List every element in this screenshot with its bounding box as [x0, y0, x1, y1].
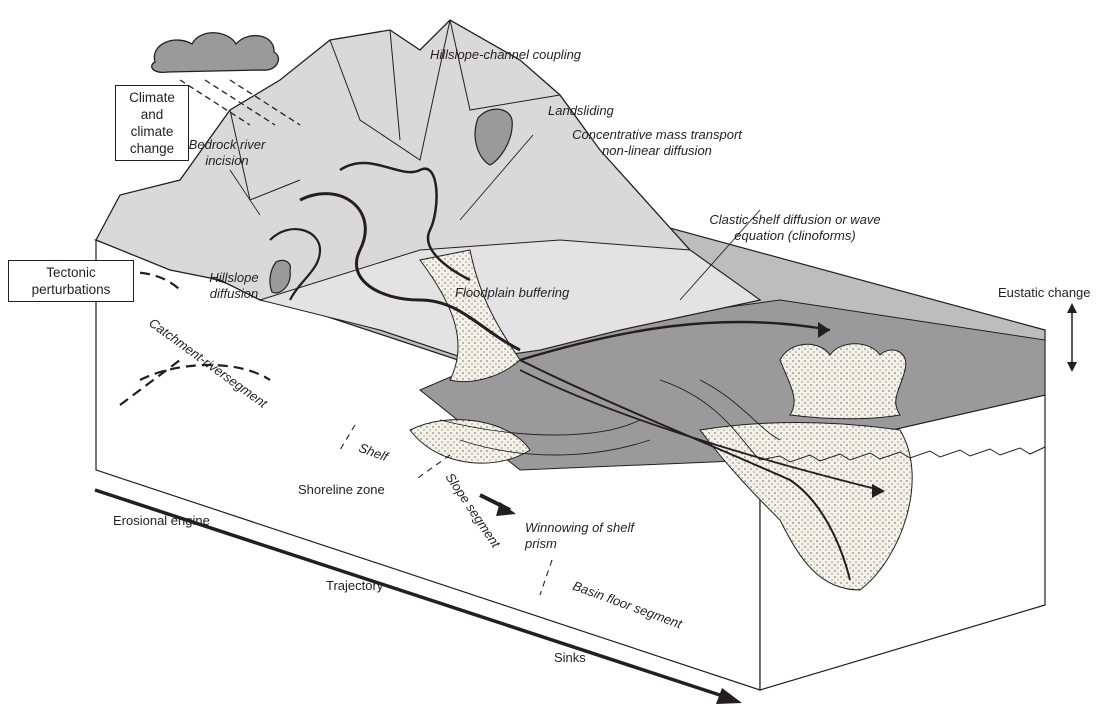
- clastic-shelf-label: Clastic shelf diffusion or wave equation…: [700, 212, 890, 244]
- eustatic-arrow: [1067, 303, 1077, 372]
- shoreline-label: Shoreline zone: [298, 482, 385, 498]
- hillslope-channel-label: Hillslope-channel coupling: [430, 47, 581, 63]
- landsliding-label: Landsliding: [548, 103, 614, 119]
- cloud: [152, 33, 279, 73]
- winnowing-label: Winnowing of shelf prism: [525, 520, 635, 552]
- climate-label-box: Climate and climate change: [115, 85, 189, 161]
- trajectory-label: Trajectory: [326, 578, 383, 594]
- floodplain-label: Floodplain buffering: [455, 285, 569, 301]
- bedrock-label: Bedrock river incision: [182, 137, 272, 169]
- eustatic-label: Eustatic change: [998, 285, 1091, 301]
- climate-label: Climate and climate change: [129, 90, 175, 156]
- erosional-engine-label: Erosional engine: [113, 513, 210, 529]
- tectonic-label-box: Tectonic perturbations: [8, 260, 134, 302]
- hillslope-diffusion-label: Hillslope diffusion: [200, 270, 268, 302]
- channel-lobes: [780, 344, 906, 419]
- tectonic-label: Tectonic perturbations: [32, 265, 111, 297]
- concentrative-label: Concentrative mass transport non-linear …: [562, 127, 752, 159]
- sinks-label: Sinks: [554, 650, 586, 666]
